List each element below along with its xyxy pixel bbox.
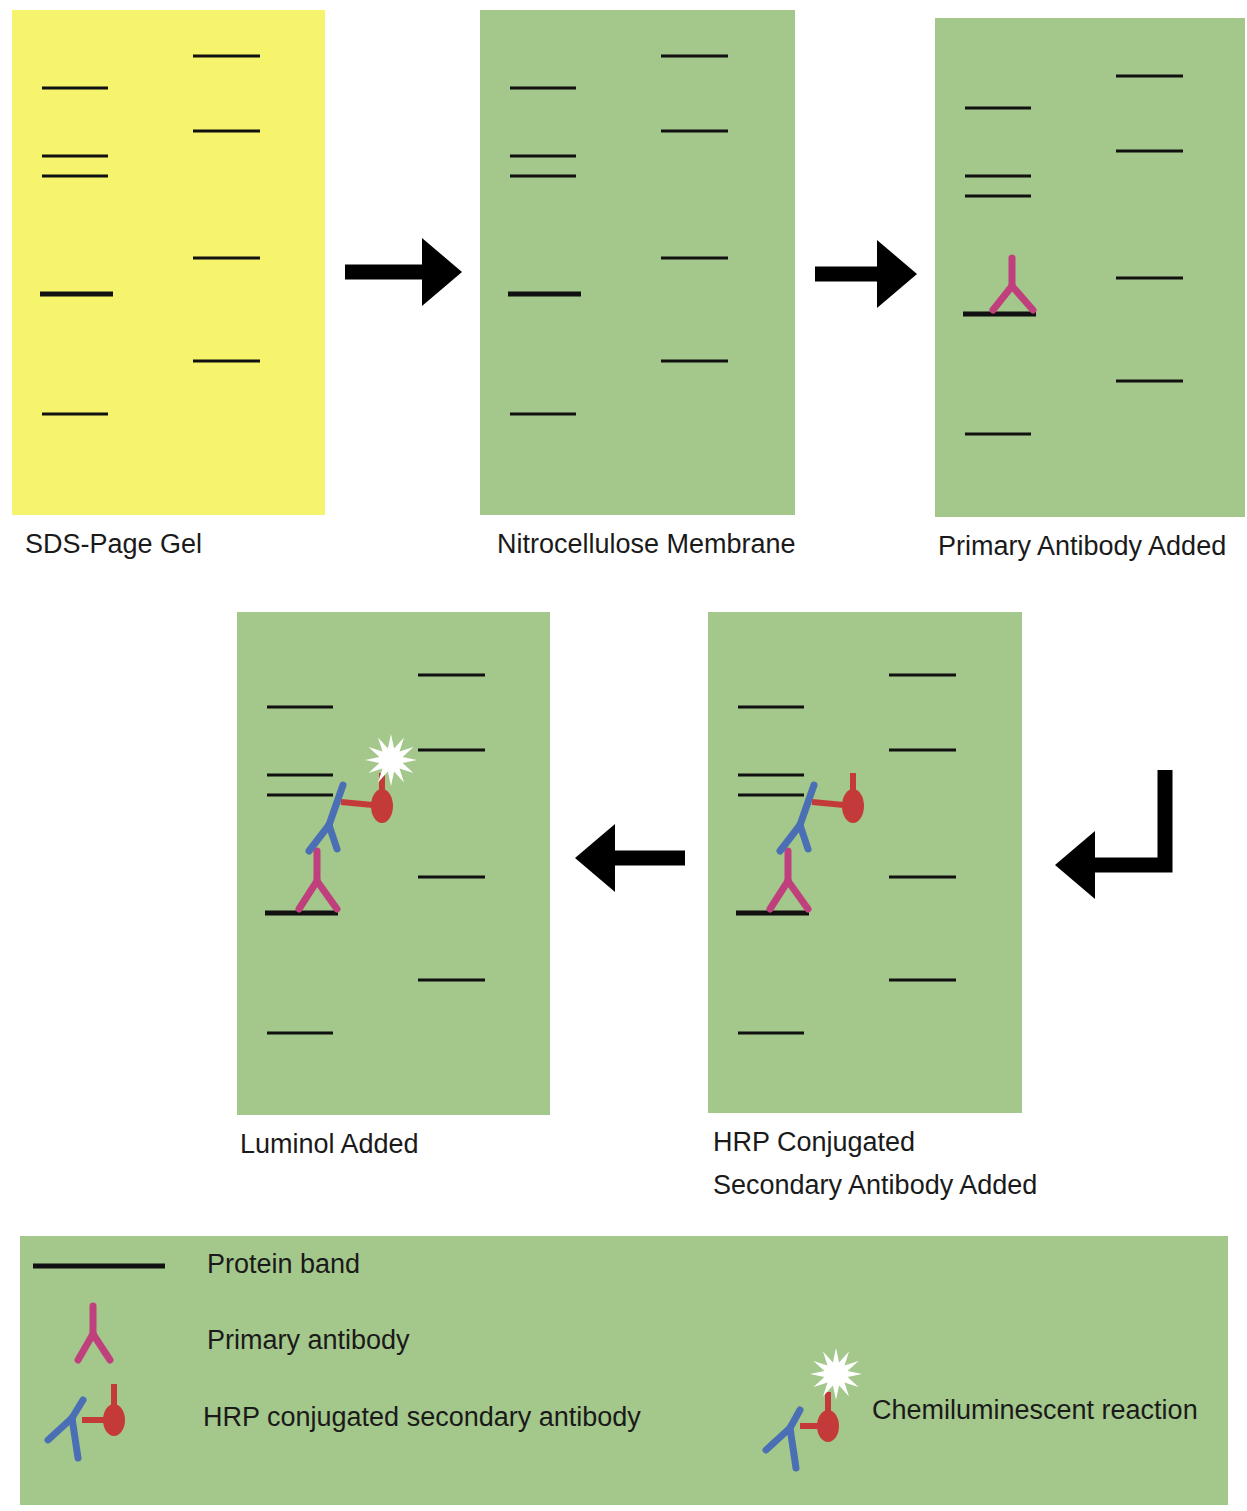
secondary-antibody <box>780 773 864 851</box>
protein-band <box>889 674 956 677</box>
panel-drawing <box>12 10 325 515</box>
primary-antibody <box>770 851 808 909</box>
protein-band <box>965 107 1031 110</box>
legend-label: Protein band <box>207 1248 360 1280</box>
primary-antibody <box>993 258 1033 310</box>
protein-band <box>661 257 728 260</box>
protein-band <box>1116 75 1183 78</box>
step-caption: HRP Conjugated Secondary Antibody Added <box>713 1121 1048 1207</box>
protein-band <box>418 979 485 982</box>
protein-band <box>418 876 485 879</box>
chemiluminescent-sample <box>766 1348 862 1468</box>
protein-band <box>965 175 1031 178</box>
legend-ground <box>20 1236 1228 1505</box>
protein-band <box>267 706 333 709</box>
step-caption: Primary Antibody Added <box>938 525 1243 568</box>
process-arrow <box>345 238 462 306</box>
protein-band <box>965 433 1031 436</box>
panel-drawing <box>708 612 1022 1113</box>
protein-band <box>965 195 1031 198</box>
protein-band <box>510 155 576 158</box>
legend-label: Chemiluminescent reaction <box>872 1394 1198 1426</box>
process-arrow <box>1055 770 1165 899</box>
protein-band <box>738 706 804 709</box>
protein-band <box>738 794 804 797</box>
protein-band <box>40 292 113 297</box>
protein-band <box>1116 150 1183 153</box>
protein-band <box>738 774 804 777</box>
protein-band <box>42 175 108 178</box>
protein-band <box>193 130 260 133</box>
primary-antibody-sample <box>78 1306 110 1360</box>
process-arrow <box>575 824 685 892</box>
panel-drawing <box>237 612 550 1115</box>
protein-band <box>508 292 581 297</box>
protein-band <box>1116 380 1183 383</box>
secondary-antibody <box>309 734 417 851</box>
protein-band <box>193 55 260 58</box>
protein-band <box>418 674 485 677</box>
protein-band <box>193 360 260 363</box>
step-caption: Nitrocellulose Membrane <box>497 523 817 566</box>
protein-band <box>510 413 576 416</box>
protein-band <box>42 155 108 158</box>
protein-band <box>193 257 260 260</box>
protein-band <box>418 749 485 752</box>
protein-band <box>661 130 728 133</box>
blot-panel: Luminol Added <box>237 612 550 1115</box>
protein-band <box>738 1032 804 1035</box>
protein-band <box>267 794 333 797</box>
protein-band <box>661 360 728 363</box>
protein-band <box>1116 277 1183 280</box>
protein-band <box>661 55 728 58</box>
protein-band <box>889 876 956 879</box>
protein-band <box>889 749 956 752</box>
step-caption: SDS-Page Gel <box>25 523 325 566</box>
protein-band <box>510 175 576 178</box>
legend-label: Primary antibody <box>207 1324 410 1356</box>
protein-band <box>963 312 1036 317</box>
blot-panel: Primary Antibody Added <box>935 18 1245 517</box>
secondary-antibody-sample <box>48 1384 125 1458</box>
blot-panel: SDS-Page Gel <box>12 10 325 515</box>
protein-band <box>267 774 333 777</box>
step-caption: Luminol Added <box>240 1123 540 1166</box>
protein-band <box>42 413 108 416</box>
protein-band <box>510 87 576 90</box>
blot-panel: HRP Conjugated Secondary Antibody Added <box>708 612 1022 1113</box>
band-sample <box>33 1264 165 1269</box>
protein-band <box>42 87 108 90</box>
legend-label: HRP conjugated secondary antibody <box>203 1401 641 1433</box>
protein-band <box>267 1032 333 1035</box>
protein-band <box>889 979 956 982</box>
process-arrow <box>815 240 917 308</box>
blot-panel: Nitrocellulose Membrane <box>480 10 795 515</box>
primary-antibody <box>299 851 337 909</box>
chemiluminescent-reaction <box>365 734 417 786</box>
panel-drawing <box>935 18 1245 517</box>
panel-drawing <box>480 10 795 515</box>
